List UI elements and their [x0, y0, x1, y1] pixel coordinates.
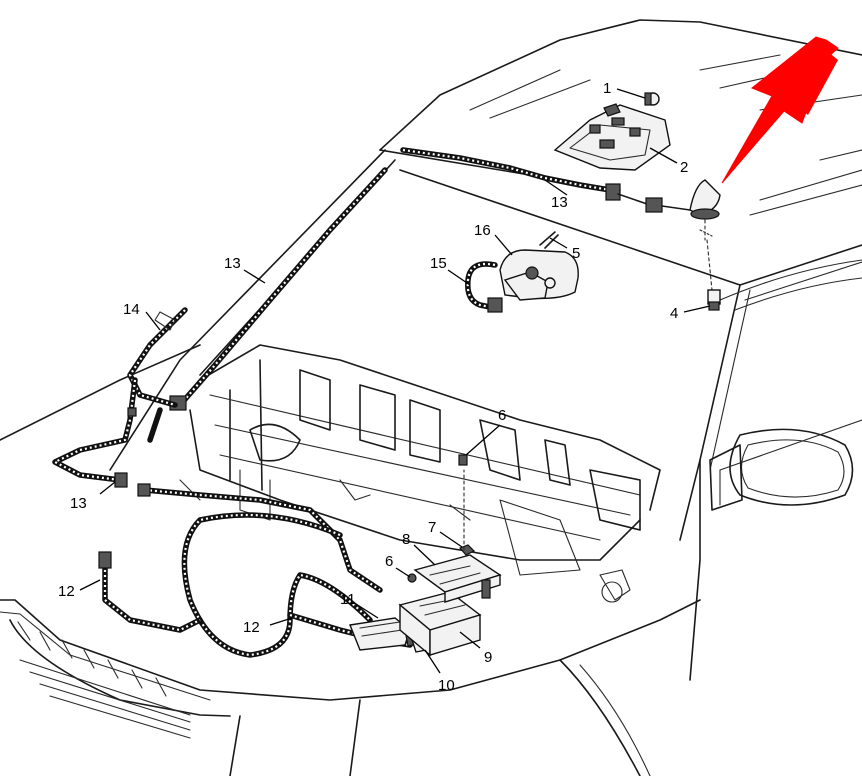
overhead-console	[553, 103, 671, 171]
callout-13-roof: 13	[551, 194, 568, 211]
screws	[407, 454, 468, 583]
callout-8: 8	[402, 531, 410, 548]
callout-15: 15	[430, 255, 447, 272]
vehicle-body-outline	[0, 19, 862, 776]
callout-4: 4	[670, 305, 678, 322]
callout-10: 10	[438, 677, 455, 694]
callout-6-lower: 6	[385, 553, 393, 570]
callout-1: 1	[603, 80, 611, 97]
callout-12-left: 12	[58, 583, 75, 600]
callout-labels: 1 2 4 5 6 6 7 8 9 10 11 12 12 13 13 13 1…	[58, 80, 688, 694]
callout-11: 11	[340, 591, 356, 608]
callout-7: 7	[428, 519, 436, 536]
side-mirror	[709, 428, 854, 511]
instrument-panel-carrier	[179, 344, 661, 603]
bolt	[707, 289, 721, 311]
callout-16: 16	[474, 222, 491, 239]
callout-9: 9	[484, 649, 492, 666]
roof-antenna	[689, 179, 721, 291]
callout-13-lower: 13	[70, 495, 87, 512]
module-bracket	[413, 554, 502, 603]
leader-lines	[79, 88, 711, 674]
callout-2: 2	[680, 159, 688, 176]
callout-6-upper: 6	[498, 407, 506, 424]
roof-harness	[400, 147, 691, 213]
control-module	[398, 591, 482, 657]
mirror-harness	[465, 261, 503, 313]
callout-14: 14	[123, 301, 140, 318]
a-pillar-harness	[169, 167, 388, 411]
side-harness	[52, 307, 188, 488]
callout-5: 5	[572, 245, 580, 262]
callout-13-pillar: 13	[224, 255, 241, 272]
red-arrow-shaft	[790, 45, 838, 115]
nut	[458, 469, 476, 556]
bulb-socket	[644, 92, 660, 106]
rearview-mirror-assembly	[499, 231, 579, 301]
callout-12-right: 12	[243, 619, 260, 636]
